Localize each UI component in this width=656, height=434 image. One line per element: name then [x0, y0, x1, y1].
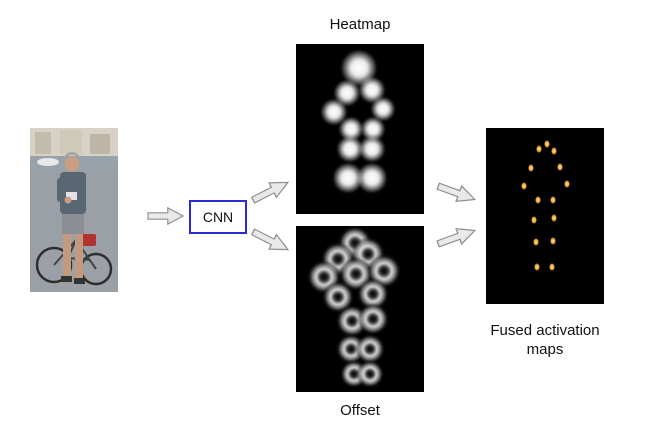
cnn-box: CNN: [189, 200, 247, 234]
blob-marker: [371, 96, 396, 121]
offset-panel: [296, 226, 424, 392]
bicycle: [35, 234, 113, 286]
heatmap-label: Heatmap: [329, 16, 391, 33]
input-photo-illustration: [30, 128, 118, 292]
dot-marker: [531, 216, 537, 224]
arrow-cnn-to-heatmap: [249, 174, 293, 208]
blob-marker: [356, 163, 387, 194]
heatmap-panel: [296, 44, 424, 214]
dot-marker: [544, 140, 550, 148]
dot-marker: [533, 238, 539, 246]
dot-marker: [550, 237, 556, 245]
dot-marker: [528, 164, 534, 172]
dot-marker: [521, 182, 527, 190]
person-figure: [57, 152, 86, 284]
fused-label: Fused activation maps: [490, 322, 600, 358]
ring-marker: [356, 359, 385, 388]
ring-marker: [355, 333, 386, 364]
ring-marker: [356, 302, 389, 335]
offset-label: Offset: [340, 402, 380, 419]
cnn-label: CNN: [202, 209, 234, 225]
dot-marker: [535, 196, 541, 204]
dot-marker: [549, 263, 555, 271]
dot-marker: [550, 196, 556, 204]
fused-panel: [486, 128, 604, 304]
dot-marker: [534, 263, 540, 271]
dot-marker: [551, 214, 557, 222]
blob-marker: [358, 136, 385, 163]
dot-marker: [551, 147, 557, 155]
dot-marker: [564, 180, 570, 188]
arrow-photo-to-cnn: [147, 206, 185, 226]
arrow-heatmap-to-fused: [435, 178, 479, 209]
dot-marker: [536, 145, 542, 153]
blob-marker: [336, 136, 363, 163]
input-photo: [30, 128, 118, 292]
arrow-offset-to-fused: [435, 222, 479, 253]
dot-marker: [557, 163, 563, 171]
arrow-cnn-to-offset: [249, 224, 293, 258]
